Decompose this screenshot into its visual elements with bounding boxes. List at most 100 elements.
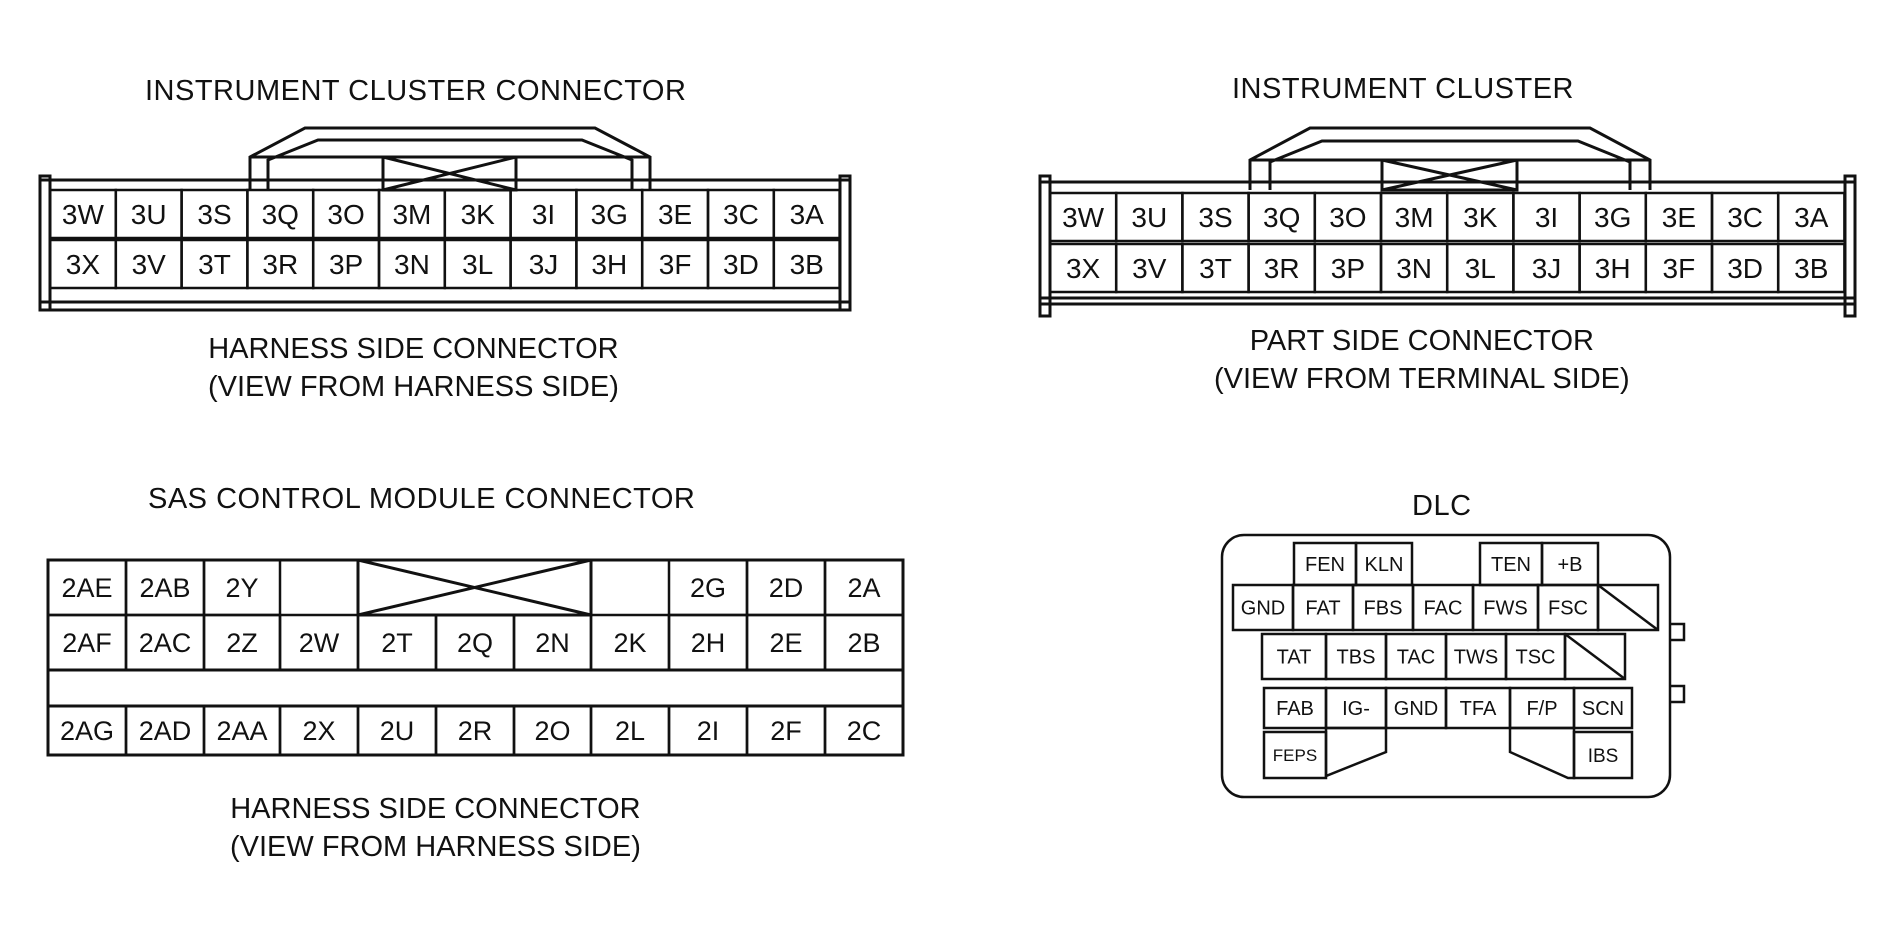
pin-label: 3H bbox=[591, 249, 627, 280]
side-latch-right bbox=[1843, 174, 1857, 318]
pin-cell: 3E bbox=[640, 188, 710, 240]
cluster-harness-connector bbox=[38, 126, 852, 312]
pin-cell: 2Q bbox=[434, 613, 516, 672]
pin-label: 2AD bbox=[139, 716, 192, 746]
pin-label: IG- bbox=[1342, 698, 1370, 720]
pin-cell: 2AF bbox=[46, 613, 128, 672]
pin-label: 2L bbox=[615, 716, 645, 746]
pin-label: 3G bbox=[591, 199, 628, 230]
pin-cell: 2K bbox=[589, 613, 671, 672]
pin-label: 2G bbox=[690, 573, 726, 603]
pin-cell-border bbox=[1776, 242, 1846, 294]
dlc-connector bbox=[1220, 533, 1686, 799]
pin-label: 3V bbox=[132, 249, 167, 280]
pin-cell: 3I bbox=[509, 188, 578, 240]
pin-cell: 3U bbox=[1114, 191, 1184, 243]
pin-label: 3T bbox=[1199, 253, 1232, 284]
pin-cell: FAB bbox=[1262, 686, 1328, 730]
pin-cell: 2G bbox=[667, 558, 749, 617]
dlc-blank-diagonal-row2 bbox=[1597, 584, 1659, 631]
pin-cell: 2AA bbox=[202, 704, 282, 757]
pin-label: FAT bbox=[1305, 598, 1340, 620]
pin-label: 2AC bbox=[139, 628, 192, 658]
pin-cell: 3F bbox=[1644, 242, 1714, 294]
pin-cell: 3K bbox=[443, 188, 512, 240]
cluster-part-caption-line1: PART SIDE CONNECTOR bbox=[1249, 325, 1594, 357]
pin-label: 3F bbox=[659, 249, 692, 280]
pin-label: 3E bbox=[1662, 202, 1696, 233]
pin-cell: 2AC bbox=[124, 613, 206, 672]
pin-label: 3L bbox=[1465, 253, 1496, 284]
pin-label: 3C bbox=[1727, 202, 1763, 233]
pin-label: 2B bbox=[847, 628, 880, 658]
pin-label: 3J bbox=[1532, 253, 1562, 284]
pin-cell-border bbox=[1262, 730, 1328, 780]
lock-tab bbox=[1248, 126, 1652, 190]
pin-label: GND bbox=[1394, 698, 1438, 720]
cluster-harness-title: INSTRUMENT CLUSTER CONNECTOR bbox=[145, 75, 687, 107]
pin-cell-border bbox=[1504, 632, 1567, 681]
pin-cell: 3I bbox=[1512, 191, 1581, 243]
pin-cell: 3T bbox=[180, 238, 249, 290]
pin-cell: 2AD bbox=[124, 704, 206, 757]
dlc-side-clip-lower bbox=[1670, 684, 1686, 704]
pin-label: 3R bbox=[262, 249, 298, 280]
pin-cell-border bbox=[1776, 191, 1846, 243]
pin-cell: 3L bbox=[443, 238, 512, 290]
key-blank bbox=[1380, 158, 1519, 192]
pin-cell: 2B bbox=[823, 613, 905, 672]
pin-label: 2W bbox=[299, 628, 340, 658]
pin-cell: FWS bbox=[1471, 583, 1540, 632]
pin-cell: 2AB bbox=[124, 558, 206, 617]
pin-cell: 3R bbox=[246, 238, 315, 290]
pin-label: 3J bbox=[529, 249, 559, 280]
pin-cell-border bbox=[1572, 730, 1634, 780]
pin-cell: 2A bbox=[823, 558, 905, 617]
pin-label: 2AB bbox=[139, 573, 190, 603]
sas-module-caption-line2: (VIEW FROM HARNESS SIDE) bbox=[230, 831, 641, 863]
pin-label: 3D bbox=[1727, 253, 1763, 284]
lock-tab-inner bbox=[266, 138, 634, 190]
dlc-key-right bbox=[1508, 726, 1576, 780]
pin-cell: 2D bbox=[745, 558, 827, 617]
pin-label: FBS bbox=[1364, 598, 1403, 620]
pin-label: 3U bbox=[1131, 202, 1167, 233]
pin-cell: FBS bbox=[1351, 583, 1415, 632]
pin-label: 2F bbox=[770, 716, 802, 746]
pin-label: 3K bbox=[1463, 202, 1498, 233]
sas-module-caption: HARNESS SIDE CONNECTOR (VIEW FROM HARNES… bbox=[230, 790, 641, 866]
pin-cell: 2AG bbox=[46, 704, 128, 757]
pin-label: 2AF bbox=[62, 628, 112, 658]
pin-label: 2C bbox=[847, 716, 882, 746]
pin-label: 3A bbox=[790, 199, 825, 230]
dlc-title: DLC bbox=[1412, 490, 1472, 522]
pin-label: 3G bbox=[1594, 202, 1631, 233]
pin-label: 3M bbox=[1395, 202, 1434, 233]
pin-label: GND bbox=[1241, 598, 1285, 620]
pin-label: 2O bbox=[534, 716, 570, 746]
pin-cell-border bbox=[823, 613, 905, 672]
pin-label: 3R bbox=[1264, 253, 1300, 284]
pin-cell: 2F bbox=[745, 704, 827, 757]
pin-label: FAB bbox=[1276, 698, 1314, 720]
pin-cell: 3S bbox=[180, 188, 249, 240]
pin-label: 2X bbox=[302, 716, 335, 746]
pin-label: TAC bbox=[1397, 647, 1436, 669]
pin-cell: 3A bbox=[772, 188, 841, 240]
cluster-harness-caption: HARNESS SIDE CONNECTOR (VIEW FROM HARNES… bbox=[208, 330, 619, 406]
pin-label: 2I bbox=[697, 716, 720, 746]
pin-label: 3E bbox=[658, 199, 692, 230]
pin-cell: 3U bbox=[114, 188, 183, 240]
pin-cell: 2I bbox=[667, 704, 749, 757]
side-latch-left bbox=[38, 174, 52, 312]
pin-label: 2D bbox=[769, 573, 804, 603]
pin-cell: 2Y bbox=[202, 558, 282, 617]
pin-label: 2Z bbox=[226, 628, 258, 658]
pin-label: 3L bbox=[462, 249, 493, 280]
pin-label: 3Q bbox=[262, 199, 299, 230]
pin-label: 3N bbox=[394, 249, 430, 280]
pin-cell: 3S bbox=[1181, 191, 1250, 243]
pin-label: 2A bbox=[847, 573, 880, 603]
pin-cell: 3V bbox=[114, 238, 183, 290]
